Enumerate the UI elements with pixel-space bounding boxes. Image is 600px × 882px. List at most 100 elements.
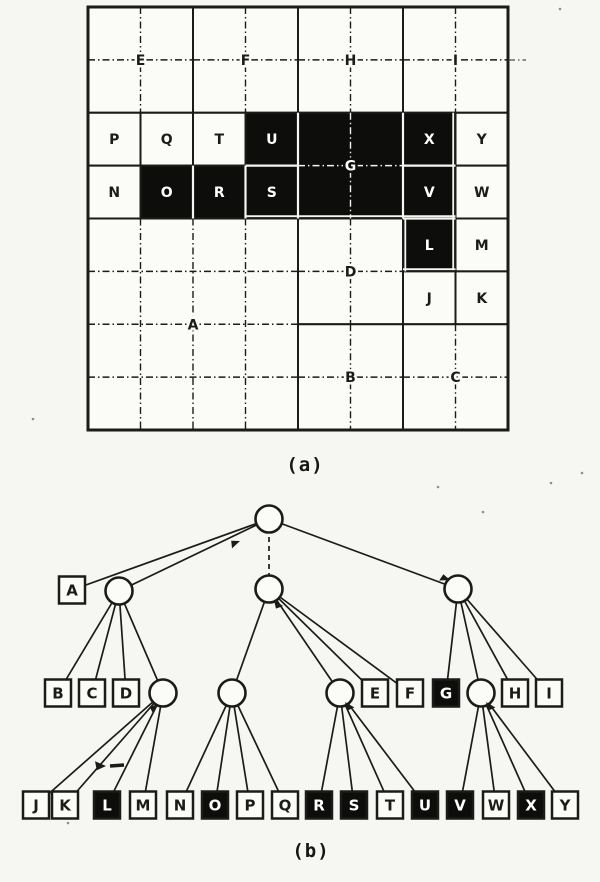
- tree-leaf-label-F: F: [405, 685, 415, 703]
- tree-leaf-B: [43, 678, 73, 708]
- grid-label-P: P: [109, 132, 119, 148]
- scan-speck: [580, 471, 584, 475]
- tree-edge-n4-M: [142, 692, 164, 806]
- tree-leaf-label-I: I: [546, 685, 552, 703]
- tree-edge-n7-V: [459, 692, 482, 806]
- grid-block-Q: [139, 111, 194, 167]
- tree-edge-n5-P: [231, 692, 251, 806]
- grid-block-N: [87, 164, 142, 220]
- tree-leaf-R: [304, 790, 334, 820]
- tree-edge-n6-S: [339, 692, 355, 806]
- tree-leaf-label-T: T: [385, 797, 396, 815]
- tree-edge-n4-K: [64, 692, 164, 806]
- tree-leaf-X: [516, 790, 546, 820]
- tree-leaf-J: [21, 790, 51, 820]
- tree-leaf-label-M: M: [136, 797, 151, 815]
- tree-leaf-Y: [550, 790, 580, 820]
- tree-edge-n4-J: [35, 692, 164, 806]
- grid-block-W: [454, 164, 509, 220]
- tree-leaf-label-E: E: [370, 685, 380, 703]
- tree-edge-n2-F: [268, 588, 411, 694]
- scan-speck: [549, 481, 553, 485]
- tree-edge-n1-n4: [118, 590, 164, 694]
- tree-edge-n5-O: [214, 692, 233, 806]
- tree-internal-node-n2: [254, 574, 284, 604]
- grid-label-O: O: [161, 185, 173, 201]
- grid-label-E: E: [136, 53, 146, 69]
- scan-speck: [481, 510, 485, 514]
- tree-internal-node-n7: [466, 678, 496, 708]
- tree-edge-n2-E: [268, 588, 376, 694]
- tree-leaf-label-O: O: [209, 797, 222, 815]
- scan-speck: [558, 7, 562, 11]
- tree-edge-n1-B: [57, 590, 120, 694]
- tree-leaf-N: [165, 790, 195, 820]
- tree-leaf-K: [50, 790, 80, 820]
- tree-internal-node-n4: [148, 678, 178, 708]
- tree-edge-n7-Y: [480, 692, 566, 806]
- edge-arrowhead-mark: [274, 600, 284, 609]
- scan-speck: [436, 485, 440, 489]
- tree-internal-node-n1: [104, 576, 134, 606]
- tree-edge-n1-D: [118, 590, 127, 694]
- grid-label-I: I: [453, 53, 458, 69]
- edge-arrowhead-mark: [345, 702, 355, 711]
- tree-edge-n6-T: [339, 692, 391, 806]
- tree-leaf-E: [360, 678, 390, 708]
- grid-label-D: D: [345, 264, 357, 280]
- grid-label-W: W: [474, 185, 489, 201]
- tree-leaf-T: [375, 790, 405, 820]
- tree-leaf-label-P: P: [245, 797, 256, 815]
- tree-leaf-O: [200, 790, 230, 820]
- cursor-arrow-head: [95, 761, 106, 771]
- tree-edge-n7-X: [480, 692, 532, 806]
- edge-arrowhead-mark: [149, 704, 158, 714]
- tree-edge-root-n3: [268, 518, 459, 590]
- grid-label-G: G: [345, 159, 357, 175]
- tree-internal-node-n5: [217, 678, 247, 708]
- tree-edge-n3-G: [445, 588, 459, 694]
- caption-b: (b): [292, 840, 330, 862]
- edge-arrowhead-mark: [231, 540, 240, 549]
- tree-edge-n3-I: [457, 588, 550, 694]
- tree-leaf-label-J: J: [32, 797, 39, 815]
- tree-leaf-label-X: X: [525, 797, 537, 815]
- grid-label-B: B: [345, 370, 356, 386]
- tree-leaf-label-G: G: [440, 685, 452, 703]
- grid-label-S: S: [267, 185, 277, 201]
- tree-leaf-C: [77, 678, 107, 708]
- tree-leaf-label-N: N: [174, 797, 187, 815]
- tree-leaf-label-B: B: [52, 685, 63, 703]
- tree-edge-n5-N: [179, 692, 233, 806]
- grid-label-Y: Y: [476, 132, 488, 148]
- scan-speck: [66, 821, 70, 825]
- tree-leaf-label-R: R: [313, 797, 325, 815]
- grid-label-U: U: [266, 132, 277, 148]
- grid-block-L: [402, 217, 457, 273]
- tree-leaf-label-H: H: [509, 685, 522, 703]
- tree-leaf-label-U: U: [419, 797, 431, 815]
- grid-outer-border: [86, 5, 510, 432]
- grid-block-J: [402, 270, 457, 326]
- grid-label-X: X: [424, 132, 435, 148]
- grid-label-F: F: [241, 53, 251, 69]
- tree-leaf-V: [445, 790, 475, 820]
- tree-leaf-label-W: W: [488, 797, 505, 815]
- tree-edge-n3-H: [457, 588, 516, 694]
- tree-edge-n1-C: [91, 590, 120, 694]
- grid-label-K: K: [476, 291, 488, 307]
- tree-leaf-I: [534, 678, 564, 708]
- grid-label-V: V: [424, 185, 435, 201]
- tree-leaf-U: [410, 790, 440, 820]
- tree-edge-root-A: [71, 518, 270, 591]
- grid-label-A: A: [188, 317, 199, 333]
- tree-leaf-L: [92, 790, 122, 820]
- tree-edge-n7-W: [480, 692, 497, 806]
- tree-leaf-Q: [270, 790, 300, 820]
- grid-label-T: T: [214, 132, 224, 148]
- grid-block-M: [454, 217, 509, 273]
- tree-edge-n3-n7: [457, 588, 482, 694]
